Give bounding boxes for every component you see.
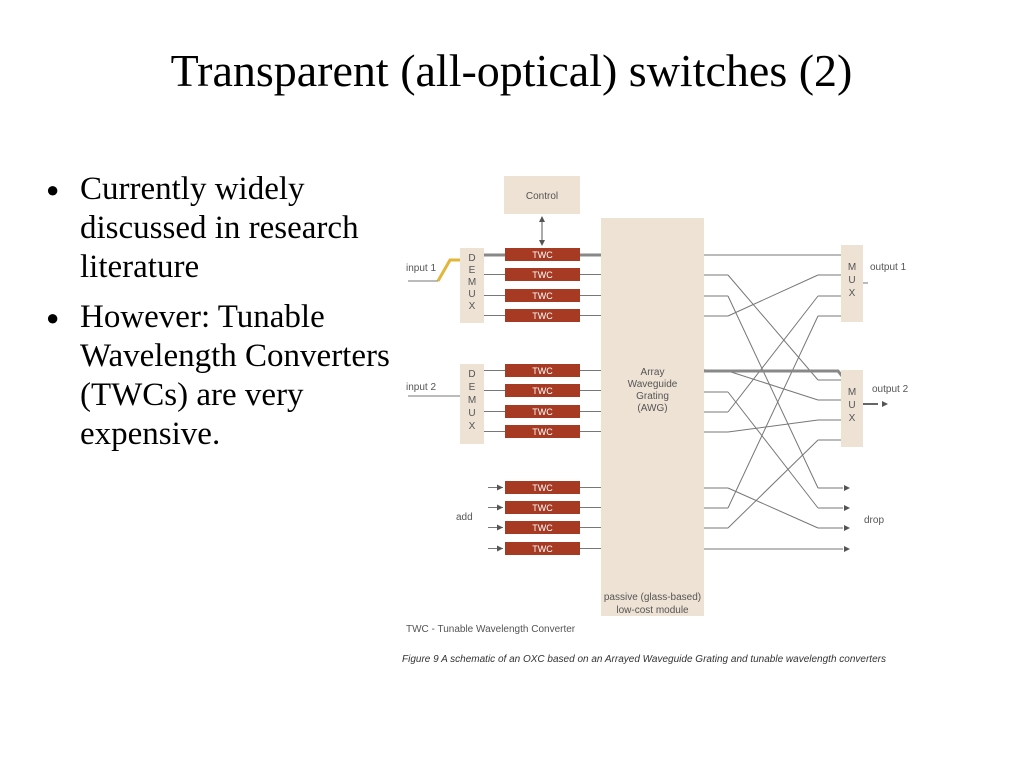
twc-label: TWC bbox=[532, 523, 553, 533]
bullet-item: ● Currently widely discussed in research … bbox=[44, 170, 394, 287]
mux1-letter: U bbox=[848, 275, 855, 286]
demux2-letter: M bbox=[468, 395, 476, 406]
awg-label-line: (AWG) bbox=[637, 403, 667, 414]
add-arrow-icon bbox=[497, 545, 503, 552]
connection-lines bbox=[408, 216, 888, 552]
awg-block bbox=[601, 218, 704, 616]
twc-block bbox=[505, 501, 580, 514]
twc-block bbox=[505, 364, 580, 377]
crossconnect-line bbox=[727, 274, 819, 317]
twc-block bbox=[505, 384, 580, 397]
control-arrow-down-icon bbox=[539, 240, 545, 246]
diagram-blocks bbox=[460, 176, 863, 616]
twc-label: TWC bbox=[532, 503, 553, 513]
passive-module-label: low-cost module bbox=[616, 605, 689, 616]
twc-block bbox=[505, 481, 580, 494]
crossconnect-line bbox=[727, 487, 819, 529]
add-arrow-icon bbox=[497, 524, 503, 531]
twc-label: TWC bbox=[532, 427, 553, 437]
crossconnect-line bbox=[727, 419, 819, 433]
twc-block bbox=[505, 425, 580, 438]
demux-block bbox=[460, 248, 484, 323]
input2-label: input 2 bbox=[406, 382, 436, 393]
crossconnect-line bbox=[727, 391, 819, 509]
add-label: add bbox=[456, 512, 473, 523]
mux2-letter: M bbox=[848, 387, 856, 398]
demux2-letter: E bbox=[469, 382, 476, 393]
awg-label-line: Array bbox=[641, 367, 665, 378]
crossconnect-line bbox=[727, 370, 819, 401]
demux1-letter: M bbox=[468, 277, 476, 288]
drop-arrow-icon bbox=[844, 485, 850, 491]
control-label: Control bbox=[526, 191, 558, 202]
passive-module-label: passive (glass-based) bbox=[604, 592, 701, 603]
drop-arrow-icon bbox=[844, 505, 850, 511]
slide-title: Transparent (all-optical) switches (2) bbox=[170, 45, 853, 96]
twc-label: TWC bbox=[532, 407, 553, 417]
figure-caption: Figure 9 A schematic of an OXC based on … bbox=[402, 654, 886, 665]
bullet-dot-icon: ● bbox=[46, 177, 60, 202]
demux2-letter: D bbox=[468, 369, 475, 380]
mux2-letter: U bbox=[848, 400, 855, 411]
bullet-dot-icon: ● bbox=[46, 305, 60, 330]
twc-block bbox=[505, 248, 580, 261]
demux2-letter: X bbox=[469, 421, 476, 432]
demux2-letter: U bbox=[468, 408, 475, 419]
control-block bbox=[504, 176, 580, 214]
twc-label: TWC bbox=[532, 250, 553, 260]
demux1-letter: U bbox=[468, 289, 475, 300]
output2-label: output 2 bbox=[872, 384, 909, 395]
bullet-item: ● However: Tunable Wavelength Converters … bbox=[44, 298, 394, 454]
crossconnect-line bbox=[727, 295, 819, 489]
mux-block bbox=[841, 245, 863, 322]
demux1-letter: E bbox=[469, 265, 476, 276]
mux-block bbox=[841, 370, 863, 447]
bullet-text: However: Tunable Wavelength Converters (… bbox=[80, 299, 390, 452]
mux2-letter: X bbox=[849, 413, 856, 424]
twc-block bbox=[505, 289, 580, 302]
twc-block bbox=[505, 542, 580, 555]
mux1-letter: M bbox=[848, 262, 856, 273]
input1-label: input 1 bbox=[406, 263, 436, 274]
mux1-letter: X bbox=[849, 288, 856, 299]
add-arrow-icon bbox=[497, 504, 503, 511]
demux1-letter: D bbox=[468, 253, 475, 264]
twc-block bbox=[505, 521, 580, 534]
legend-label: TWC - Tunable Wavelength Converter bbox=[406, 624, 576, 635]
drop-label: drop bbox=[864, 515, 884, 526]
twc-label: TWC bbox=[532, 483, 553, 493]
twc-label: TWC bbox=[532, 386, 553, 396]
demux-block bbox=[460, 364, 484, 444]
twc-block bbox=[505, 405, 580, 418]
drop-arrow-icon bbox=[844, 525, 850, 531]
twc-label: TWC bbox=[532, 291, 553, 301]
add-arrow-icon bbox=[497, 484, 503, 491]
awg-label-line: Waveguide bbox=[628, 379, 678, 390]
drop-arrow-icon bbox=[844, 546, 850, 552]
output2-arrow-icon bbox=[882, 401, 888, 407]
twc-block bbox=[505, 268, 580, 281]
twc-block bbox=[505, 309, 580, 322]
input1-highlight-path bbox=[436, 258, 462, 282]
crossconnect-line bbox=[727, 315, 819, 509]
output1-label: output 1 bbox=[870, 262, 907, 273]
twc-label: TWC bbox=[532, 544, 553, 554]
awg-label-line: Grating bbox=[636, 391, 669, 402]
twc-label: TWC bbox=[532, 311, 553, 321]
demux1-letter: X bbox=[469, 301, 476, 312]
bullet-text: Currently widely discussed in research l… bbox=[80, 171, 359, 285]
twc-label: TWC bbox=[532, 366, 553, 376]
diagram-labels: TWC TWC TWC TWC TWC TWC TWC TWC TWC TWC TWC TWC Cont… bbox=[402, 191, 909, 665]
crossconnect-line bbox=[727, 274, 819, 381]
crossconnect-line bbox=[727, 295, 819, 413]
crossconnect-line bbox=[727, 439, 819, 529]
bullet-list: ● Currently widely discussed in research … bbox=[44, 170, 394, 465]
control-arrow-up-icon bbox=[539, 216, 545, 222]
oxc-schematic-diagram: TWC TWC TWC TWC TWC TWC TWC TWC TWC TWC TWC TWC Cont… bbox=[402, 176, 909, 665]
twc-label: TWC bbox=[532, 270, 553, 280]
